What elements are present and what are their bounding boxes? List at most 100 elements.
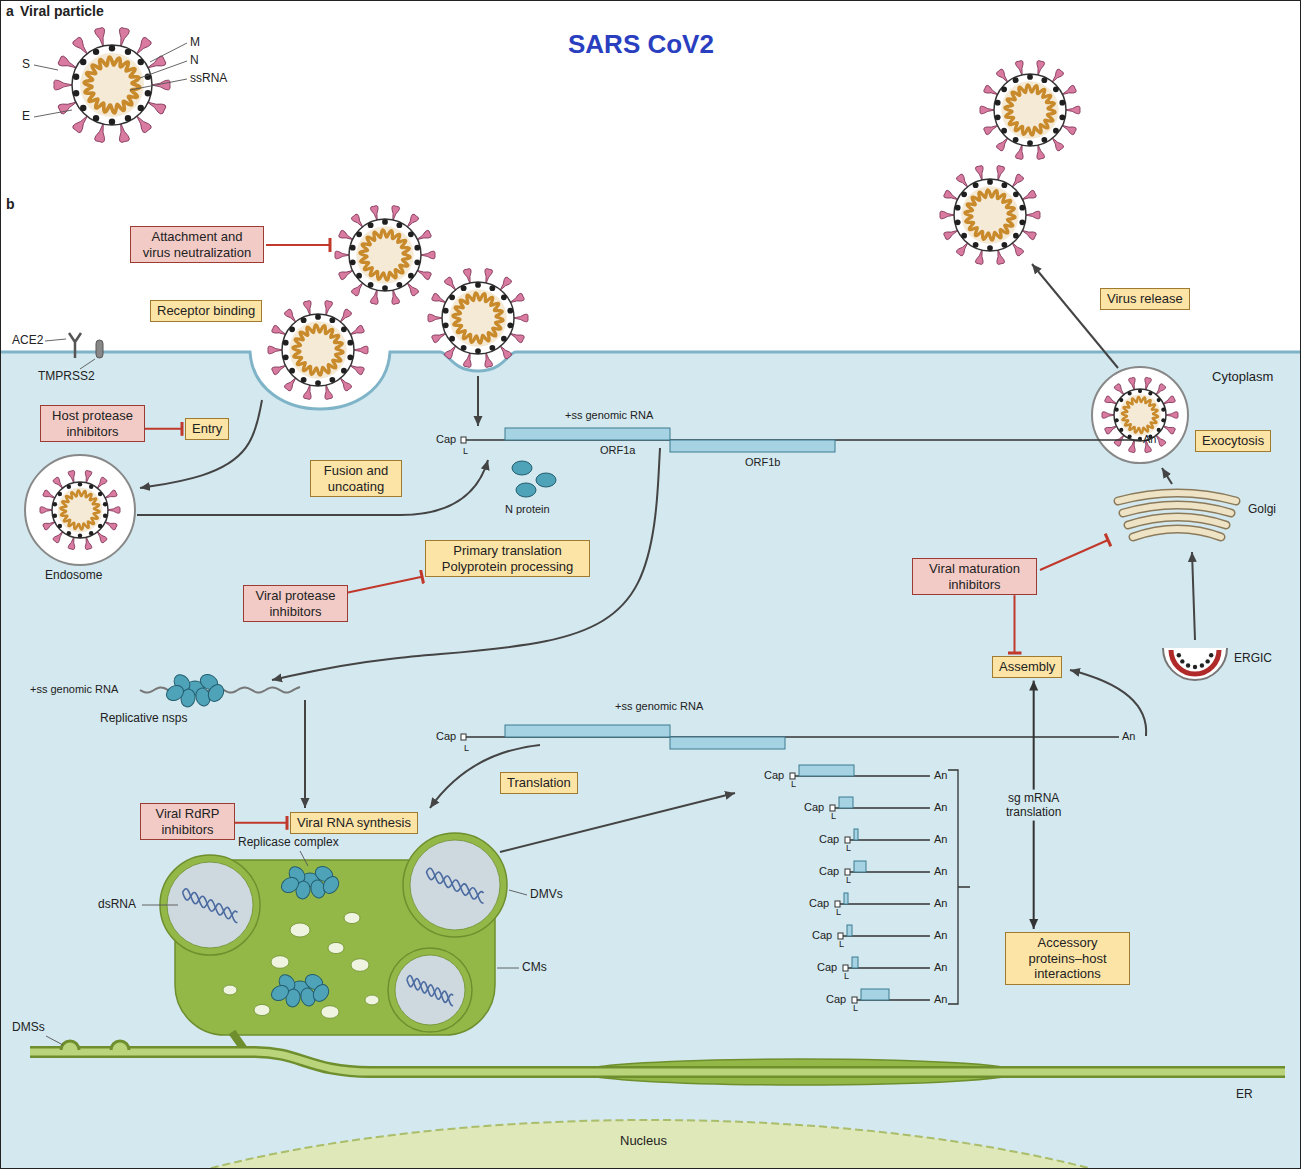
receptor-symbol — [69, 333, 81, 358]
dmv-vesicle — [183, 889, 238, 919]
virion-figure — [301, 377, 307, 383]
rna-strand — [799, 765, 854, 776]
rna-strand — [461, 437, 466, 443]
replicase-protein — [164, 682, 187, 703]
n-protein-symbol — [536, 473, 556, 487]
virion-figure — [940, 211, 955, 219]
virion-figure — [58, 488, 103, 533]
virion-figure — [955, 205, 961, 211]
virion-figure — [58, 492, 62, 496]
rna-strand — [845, 837, 850, 843]
part-label: An — [1143, 433, 1156, 446]
leader-line — [34, 65, 58, 70]
ergic-shape — [1193, 665, 1197, 669]
rna-strand — [461, 725, 1119, 749]
part-label: Cytoplasm — [1212, 370, 1273, 385]
virion-figure — [1157, 398, 1161, 402]
dmv-vesicle — [403, 833, 507, 937]
virion-figure — [67, 531, 71, 535]
virion-figure — [53, 513, 57, 517]
flow-arrow — [1192, 552, 1195, 640]
virion-figure — [61, 491, 100, 530]
membrane-network — [365, 995, 379, 1005]
virion-figure — [53, 502, 57, 506]
inhibition-connector — [145, 428, 182, 430]
part-label: +ss genomic RNA — [615, 700, 703, 713]
virion-figure — [329, 377, 335, 383]
virion-figure — [347, 354, 353, 360]
virion-figure — [1138, 389, 1142, 393]
virion-figure — [1041, 77, 1047, 83]
virion-figure — [80, 105, 86, 111]
part-label: M — [190, 36, 200, 50]
rna-strand — [861, 989, 889, 1000]
replicase-protein — [164, 672, 227, 708]
ergic-shape — [1205, 659, 1209, 663]
rna-strand — [852, 997, 857, 1003]
virion-figure — [965, 190, 1015, 240]
rna-strand — [843, 965, 848, 971]
part-label: L — [831, 811, 836, 821]
rna-strand — [848, 967, 930, 968]
virion-figure — [98, 492, 102, 496]
process-box: Assembly — [992, 656, 1062, 678]
rna-strand — [670, 737, 785, 749]
rna-strand — [845, 861, 930, 875]
virion-figure — [93, 115, 99, 121]
rna-strand — [835, 901, 840, 907]
virion-figure — [80, 53, 144, 117]
part-label: L — [844, 971, 849, 981]
virion-figure — [1041, 137, 1047, 143]
rna-strand — [835, 893, 930, 907]
vesicle-shape — [1092, 367, 1188, 463]
virion-figure — [58, 524, 62, 528]
n-protein-symbol — [512, 461, 532, 475]
virion-figure — [315, 314, 321, 320]
dmv-vesicle — [395, 955, 465, 1025]
part-label: Cap — [819, 865, 839, 878]
virion-figure — [1059, 114, 1065, 120]
virion-figure — [73, 90, 79, 96]
virion-figure — [80, 59, 86, 65]
inhibitor-box: Attachment and virus neutralization — [130, 226, 264, 263]
virion-figure — [360, 230, 410, 280]
leader-line — [150, 43, 187, 62]
ergic-shape — [1163, 648, 1227, 680]
membrane-network — [271, 956, 289, 969]
ergic-shape — [1171, 650, 1219, 674]
receptor-symbol — [96, 340, 103, 358]
virion-figure — [315, 380, 321, 386]
virion-figure — [282, 314, 354, 386]
part-label: Nucleus — [620, 1134, 667, 1149]
virion-figure — [1102, 412, 1115, 419]
flow-arrow — [1040, 540, 1108, 570]
virion-figure — [1001, 128, 1007, 134]
virion-figure — [125, 49, 131, 55]
golgi-shape — [1128, 517, 1226, 525]
replicase-protein — [279, 874, 302, 895]
membrane-network — [321, 1006, 339, 1019]
part-label: Cap — [809, 897, 829, 910]
dmv-vesicle — [388, 948, 472, 1032]
virion-figure — [1102, 377, 1178, 453]
box-text: Attachment and virus neutralization — [137, 229, 257, 260]
membrane-network — [290, 923, 310, 937]
rna-strand — [840, 903, 930, 904]
virion-figure — [980, 106, 995, 114]
cell-membrane — [1, 352, 1300, 409]
virion-figure — [368, 222, 374, 228]
bracket — [948, 770, 970, 1004]
virion-figure — [353, 346, 368, 354]
virion-figure — [995, 100, 1001, 106]
box-text: Translation — [507, 775, 571, 791]
leader-line — [130, 79, 187, 90]
box-text: Viral RdRP inhibitors — [147, 806, 228, 837]
virion-figure — [453, 293, 503, 343]
vesicle-shape — [1092, 367, 1188, 463]
virion-figure — [1013, 137, 1019, 143]
leader-line — [140, 61, 187, 78]
part-label: Endosome — [45, 569, 102, 583]
virion-figure — [408, 273, 414, 279]
leader-line — [509, 890, 527, 895]
dmv-vesicle — [410, 840, 500, 930]
